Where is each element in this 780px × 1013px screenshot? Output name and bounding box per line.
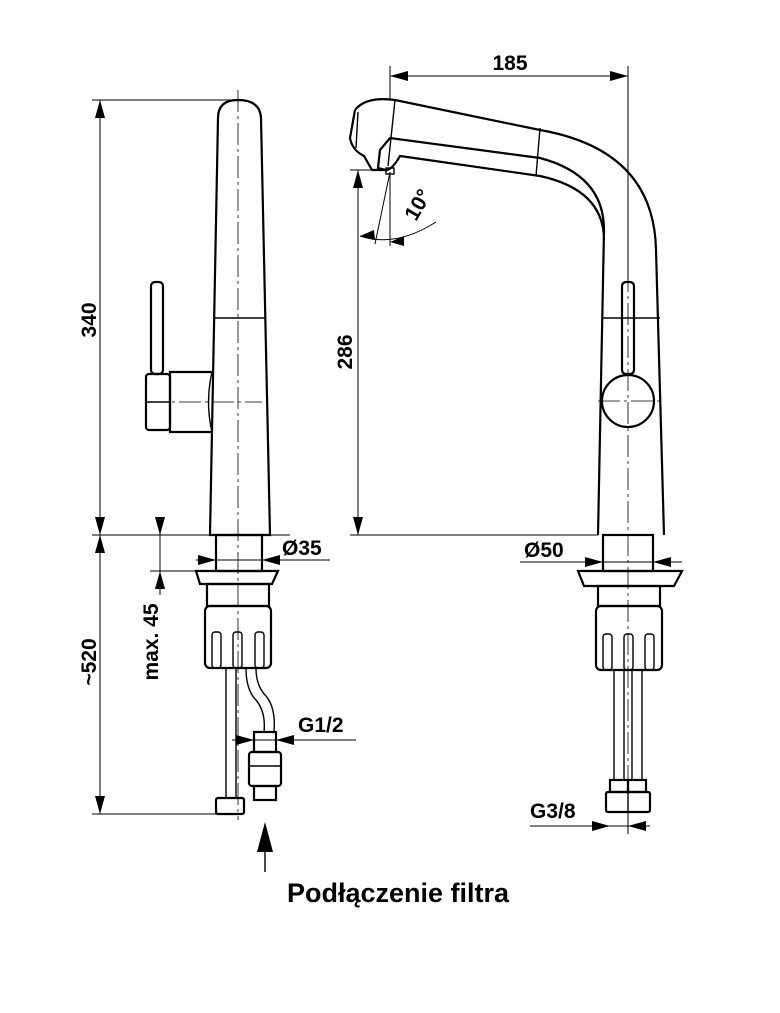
dim-185-label: 185 <box>492 52 527 75</box>
right-fixing-nut <box>594 604 664 672</box>
left-hose-nut <box>214 796 246 816</box>
left-faucet-view <box>144 90 283 820</box>
right-spout <box>376 136 606 536</box>
right-lever <box>620 280 636 376</box>
filter-arrow <box>257 822 273 852</box>
dim-g12-label: G1/2 <box>298 714 344 737</box>
dim-340-label: 340 <box>78 302 101 337</box>
left-lever <box>149 280 165 376</box>
right-dimensions <box>350 66 682 834</box>
dim-max45-label: max. 45 <box>140 603 163 680</box>
spray-head <box>348 109 388 172</box>
dim-d35-label: Ø35 <box>282 537 322 560</box>
left-dimensions <box>92 99 356 872</box>
dim-520-label: ~520 <box>78 638 101 685</box>
dim-angle-label: 10° <box>400 185 436 224</box>
dim-286-label: 286 <box>334 334 357 369</box>
filter-connector <box>252 730 278 754</box>
filter-connection-caption: Podłączenie filtra <box>287 878 510 908</box>
dim-d50-label: Ø50 <box>524 539 564 562</box>
right-faucet-view <box>348 98 684 820</box>
left-base-ring <box>214 533 264 573</box>
dim-g38-label: G3/8 <box>530 800 576 823</box>
